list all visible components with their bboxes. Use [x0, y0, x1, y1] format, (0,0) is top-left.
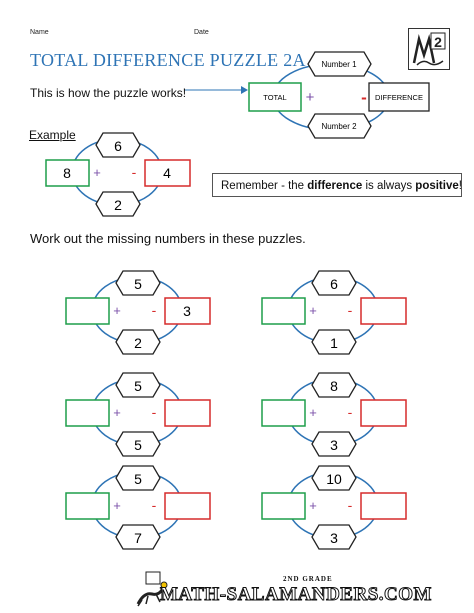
puzzle-minus-sign: -: [152, 404, 157, 420]
remember-prefix: Remember - the: [221, 180, 308, 192]
puzzle-difference-box[interactable]: [360, 297, 407, 325]
puzzle-minus-sign: -: [348, 497, 353, 513]
puzzle-plus-sign: +: [113, 405, 121, 420]
puzzle-top-number: 5: [134, 276, 142, 292]
remember-bold-difference: difference: [307, 180, 363, 192]
puzzle-total-box[interactable]: [65, 492, 110, 520]
puzzle-bottom-number: 1: [330, 335, 338, 351]
puzzle-bottom-number: 2: [134, 335, 142, 351]
puzzle-1: 5 2 3 + -: [65, 270, 211, 355]
legend-diagram: Number 1 Number 2 TOTAL DIFFERENCE + -: [248, 51, 430, 139]
footer-site: MATH-SALAMANDERS.COM: [160, 584, 432, 606]
remember-note: Remember - the difference is always posi…: [212, 173, 462, 197]
puzzle-total-box[interactable]: [65, 297, 110, 325]
puzzle-minus-sign: -: [348, 404, 353, 420]
legend-difference-box: [368, 82, 430, 112]
puzzle-top-number: 6: [330, 276, 338, 292]
puzzle-top-number: 8: [330, 378, 338, 394]
puzzle-difference-box[interactable]: [164, 492, 211, 520]
puzzle-top-number: 5: [134, 471, 142, 487]
puzzle-bottom-hexagon: [311, 524, 357, 550]
puzzle-bottom-number: 3: [330, 437, 338, 453]
legend-plus-sign: +: [306, 89, 315, 106]
date-label: Date: [194, 29, 209, 36]
puzzle-bottom-number: 5: [134, 437, 142, 453]
puzzle-plus-sign: +: [309, 498, 317, 513]
puzzle-difference-box[interactable]: [360, 492, 407, 520]
puzzle-3: 5 5 + -: [65, 372, 211, 457]
salamander-logo-icon: [136, 571, 168, 607]
puzzle-plus-sign: +: [113, 303, 121, 318]
remember-suffix: !: [458, 180, 462, 192]
example-total-box: [45, 159, 90, 187]
example-difference-number: 4: [163, 165, 171, 181]
puzzle-bottom-hexagon: [311, 431, 357, 457]
puzzle-top-hexagon: [311, 372, 357, 398]
example-top-number: 6: [114, 138, 122, 154]
puzzle-minus-sign: -: [348, 302, 353, 318]
puzzle-total-box[interactable]: [261, 399, 306, 427]
puzzle-bottom-hexagon: [311, 329, 357, 355]
puzzle-bottom-hexagon: [115, 524, 161, 550]
puzzle-minus-sign: -: [152, 497, 157, 513]
page-title: TOTAL DIFFERENCE PUZZLE 2A: [30, 50, 306, 70]
puzzle-bottom-hexagon: [115, 329, 161, 355]
puzzle-total-box[interactable]: [261, 492, 306, 520]
legend-minus-sign: -: [361, 88, 367, 107]
puzzle-bottom-number: 7: [134, 530, 142, 546]
puzzle-2: 6 1 + -: [261, 270, 407, 355]
example-difference-box: [144, 159, 191, 187]
puzzle-minus-sign: -: [152, 302, 157, 318]
legend-number2-hexagon: [307, 113, 372, 139]
example-top-hexagon: [95, 132, 141, 158]
footer-grade: 2ND GRADE: [283, 575, 333, 583]
puzzle-bottom-hexagon: [115, 431, 161, 457]
legend-total-label: TOTAL: [263, 93, 286, 102]
puzzle-top-hexagon: [115, 372, 161, 398]
name-label: Name: [30, 29, 49, 36]
grade-logo: 2: [408, 28, 450, 70]
example-minus-sign: -: [132, 164, 137, 180]
legend-total-box: [248, 82, 302, 112]
puzzle-total-box[interactable]: [65, 399, 110, 427]
legend-difference-label: DIFFERENCE: [375, 93, 423, 102]
puzzle-difference-box[interactable]: [360, 399, 407, 427]
example-total-number: 8: [63, 165, 71, 181]
legend-number1-label: Number 1: [321, 60, 357, 69]
remember-middle: is always: [362, 180, 416, 192]
puzzle-plus-sign: +: [309, 303, 317, 318]
puzzle-top-number: 10: [326, 471, 342, 487]
puzzle-total-box[interactable]: [261, 297, 306, 325]
puzzle-bottom-number: 3: [330, 530, 338, 546]
puzzle-plus-sign: +: [309, 405, 317, 420]
puzzle-difference-number: 3: [183, 303, 191, 319]
puzzle-top-hexagon: [115, 270, 161, 296]
puzzle-4: 8 3 + -: [261, 372, 407, 457]
puzzle-difference-box[interactable]: [164, 399, 211, 427]
example-plus-sign: +: [93, 165, 101, 180]
legend-number2-label: Number 2: [321, 122, 357, 131]
puzzle-top-hexagon: [311, 465, 357, 491]
intro-arrow: [185, 86, 248, 94]
legend-number1-hexagon: [307, 51, 372, 77]
example-bottom-number: 2: [114, 197, 122, 213]
logo-grade-digit: 2: [434, 34, 442, 50]
example-puzzle: 6 2 8 4 + -: [45, 132, 191, 217]
example-bottom-hexagon: [95, 191, 141, 217]
intro-text: This is how the puzzle works!: [30, 86, 187, 100]
instructions: Work out the missing numbers in these pu…: [30, 231, 306, 246]
puzzle-top-hexagon: [115, 465, 161, 491]
puzzle-6: 10 3 + -: [261, 465, 407, 550]
remember-bold-positive: positive: [415, 180, 459, 192]
example-label: Example: [29, 128, 76, 142]
puzzle-top-hexagon: [311, 270, 357, 296]
puzzle-5: 5 7 + -: [65, 465, 211, 550]
puzzle-plus-sign: +: [113, 498, 121, 513]
puzzle-difference-box[interactable]: [164, 297, 211, 325]
puzzle-top-number: 5: [134, 378, 142, 394]
